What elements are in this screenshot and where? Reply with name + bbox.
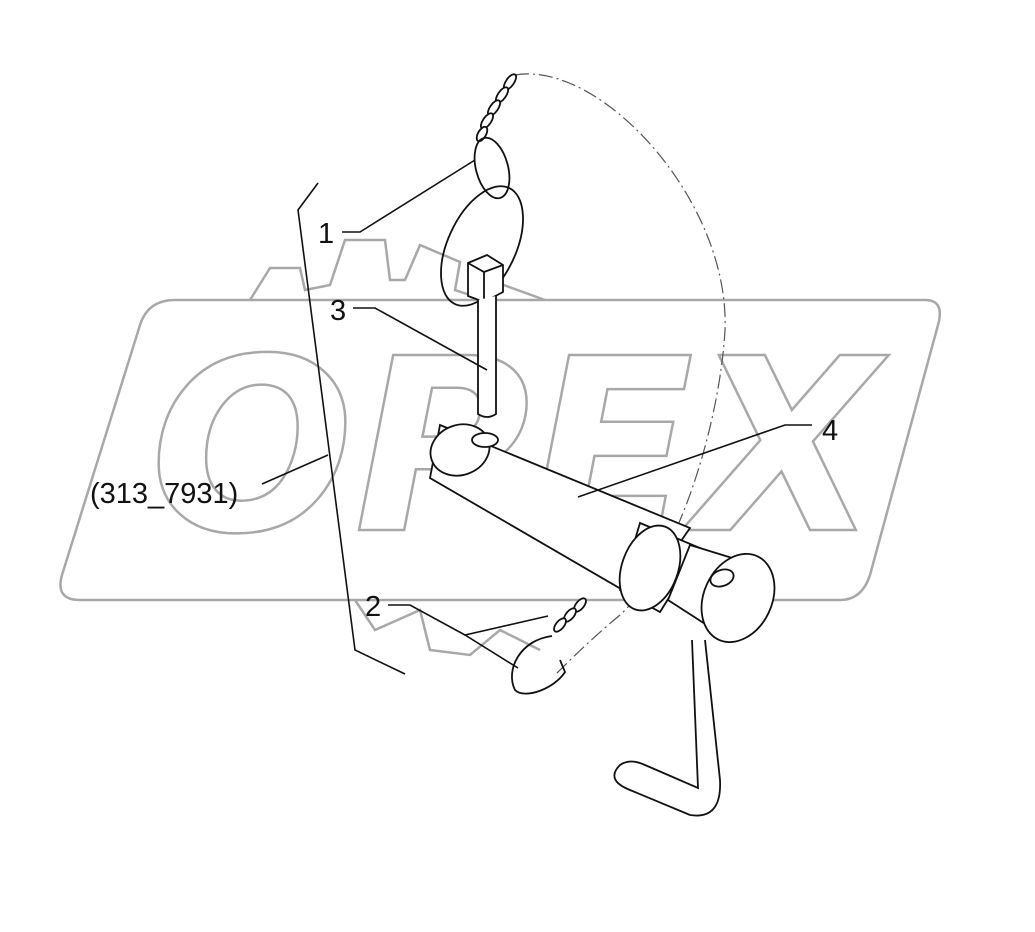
group-bracket [297,182,406,675]
leader-line-1 [342,159,476,233]
callout-reference: (313_7931) [90,478,238,510]
lock-pin [477,296,497,418]
chain [475,73,518,143]
spring-clip [511,597,587,695]
assembly-path-line [514,73,726,676]
pin-head-block [467,253,504,303]
opex-watermark-logo: OPEX [59,238,942,657]
callout-4: 4 [822,415,838,447]
leader-line-reference [261,454,329,485]
callout-1: 1 [318,218,334,250]
watermark-text: OPEX [150,307,889,587]
leader-line-2 [388,604,549,669]
split-ring-small [473,136,511,200]
callout-2: 2 [365,591,381,623]
split-ring-large [440,185,524,307]
callout-3: 3 [330,295,346,327]
leader-line-4 [577,424,812,498]
main-pin [428,423,776,817]
leader-line-3 [353,307,488,371]
